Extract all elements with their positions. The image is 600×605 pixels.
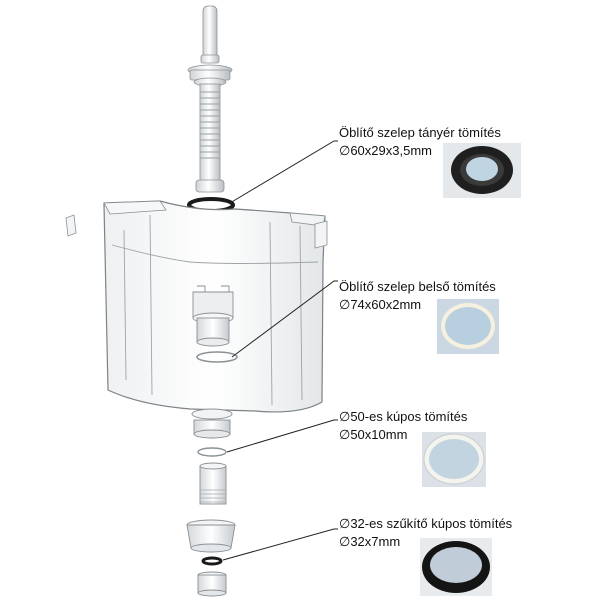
conical-seal-50 xyxy=(197,447,227,457)
seal-3-size: ∅50x10mm xyxy=(339,427,408,442)
conical-seal-32 xyxy=(201,556,223,566)
seal-2-name: Öblítő szelep belső tömítés xyxy=(339,279,496,294)
seal-4-name: ∅32-es szűkítő kúpos tömítés xyxy=(339,516,513,531)
outlet-parts xyxy=(186,408,236,597)
photo-disc-seal xyxy=(443,143,521,198)
seal-1-name: Öblítő szelep tányér tömítés xyxy=(339,125,501,140)
photo-conical-seal-32 xyxy=(420,538,492,596)
leader-lines xyxy=(222,140,338,561)
photo-conical-seal-50 xyxy=(422,432,486,487)
photo-inner-seal xyxy=(437,299,499,354)
seal-1-size: ∅60x29x3,5mm xyxy=(339,143,432,158)
cistern-tank xyxy=(65,200,328,413)
seal-4-size: ∅32x7mm xyxy=(339,534,401,549)
seal-2-size: ∅74x60x2mm xyxy=(339,297,422,312)
seal-3-name: ∅50-es kúpos tömítés xyxy=(339,409,468,424)
inner-valve-seal xyxy=(196,351,238,363)
flush-rod xyxy=(187,5,233,193)
